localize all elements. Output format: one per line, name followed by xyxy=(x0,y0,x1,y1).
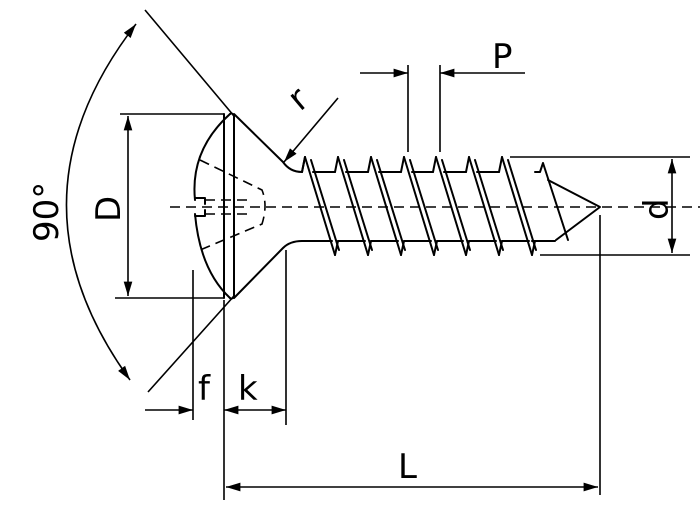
thread-turn xyxy=(432,156,470,256)
thread-turn xyxy=(443,171,497,242)
thread-turn xyxy=(468,156,504,256)
thread-turn xyxy=(400,156,438,256)
k-label: k xyxy=(238,369,258,409)
thread-turn xyxy=(301,156,333,242)
radius-label: r xyxy=(280,79,316,119)
f-label: f xyxy=(198,369,211,409)
pitch-dimension: P xyxy=(360,37,525,152)
screw-tip xyxy=(547,179,601,241)
thread-turn xyxy=(312,171,366,242)
head-diameter-label: D xyxy=(89,196,129,222)
radius-dimension: r xyxy=(280,79,339,163)
thread-turn xyxy=(367,156,405,256)
screw-head xyxy=(193,112,266,300)
thread-turn xyxy=(411,171,464,242)
pitch-label: P xyxy=(492,37,513,77)
thread-diameter-dimension: d xyxy=(510,156,690,256)
thread-diameter-label: d xyxy=(637,198,677,220)
thread-turn xyxy=(501,156,537,256)
screw-shank xyxy=(233,113,303,299)
thread-turn xyxy=(337,156,373,256)
thread-turn xyxy=(531,162,569,242)
thread-turn xyxy=(435,156,471,256)
angle-label: 90° xyxy=(27,182,67,242)
f-k-dimensions: f k xyxy=(145,250,287,500)
thread-turn xyxy=(465,156,503,256)
head-diameter-dimension: D xyxy=(89,113,224,299)
thread-turn xyxy=(476,171,530,242)
thread-turn xyxy=(378,171,432,242)
length-label: L xyxy=(398,447,417,487)
length-dimension: L xyxy=(226,215,601,495)
thread-turn xyxy=(403,156,439,256)
thread-turn xyxy=(304,156,340,256)
thread-turn xyxy=(498,156,536,256)
angle-dimension: 90° xyxy=(27,9,235,393)
thread-turn xyxy=(370,156,406,256)
thread-turn xyxy=(345,171,399,242)
screw-thread xyxy=(301,156,569,256)
thread-turn xyxy=(334,156,372,256)
